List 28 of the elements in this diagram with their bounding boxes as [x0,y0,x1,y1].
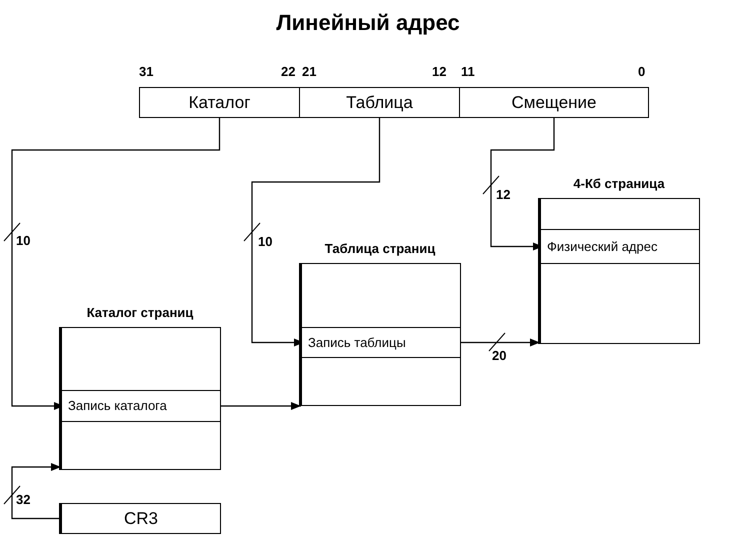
connector-arrow [460,338,540,346]
connector-arrow [490,118,555,250]
bit-number: 11 [461,64,475,79]
bit-number: 21 [302,64,316,79]
bit-number: 22 [281,64,296,79]
entry-row: Запись каталога [62,390,220,422]
edge-label: 10 [16,233,30,248]
register-box: CR3 [59,503,221,534]
entry-row: Физический адрес [541,229,699,264]
address-field: Каталог [139,87,300,118]
edge-label: 12 [496,187,510,202]
connector-arrow [11,118,220,410]
page-table-heading: Таблица страниц [324,241,436,258]
page-frame-heading: 4-Кб страница [572,176,666,193]
diagram-title: Линейный адрес [275,10,461,37]
bit-number: 12 [432,64,446,79]
address-field: Смещение [459,87,649,118]
page-directory-heading: Каталог страниц [86,305,194,322]
edge-label: 32 [16,492,30,507]
edge-label: 20 [492,348,506,363]
bit-number: 0 [638,64,646,79]
connector-arrow [11,463,61,520]
connector-arrow [220,402,301,410]
edge-label: 10 [258,234,272,249]
connector-arrow [251,118,380,346]
address-field: Таблица [299,87,460,118]
bit-number: 31 [139,64,154,79]
entry-row: Запись таблицы [302,327,460,358]
